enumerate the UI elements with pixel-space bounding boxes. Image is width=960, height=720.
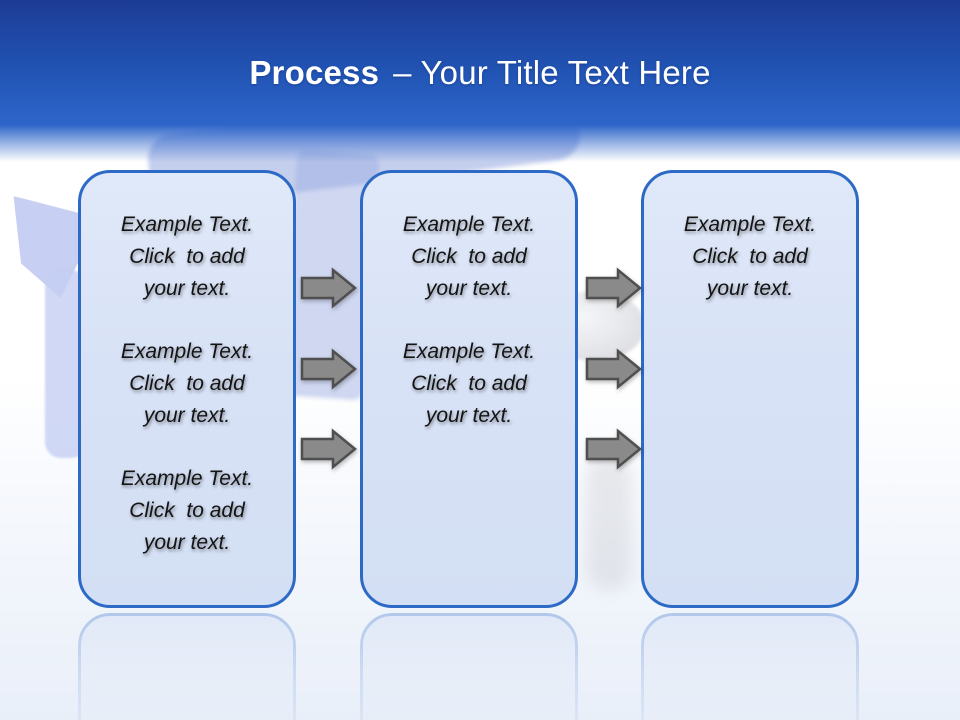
process-box-1[interactable]: Example Text. Click to add your text. Ex…	[78, 170, 296, 608]
box-reflection	[360, 613, 578, 720]
text-placeholder[interactable]: Example Text. Click to add your text.	[120, 467, 254, 554]
slide-title[interactable]: Process – Your Title Text Here	[0, 54, 960, 92]
text-placeholder[interactable]: Example Text. Click to add your text.	[120, 340, 254, 427]
background-smudge	[586, 455, 632, 590]
title-text: – Your Title Text Here	[393, 54, 711, 91]
flow-arrow-icon	[585, 428, 642, 470]
flow-arrow-icon	[300, 267, 357, 309]
text-placeholder[interactable]: Example Text. Click to add your text.	[683, 213, 817, 300]
text-placeholder[interactable]: Example Text. Click to add your text.	[402, 213, 536, 300]
box-reflection	[78, 613, 296, 720]
process-box-2[interactable]: Example Text. Click to add your text. Ex…	[360, 170, 578, 608]
flow-arrow-icon	[300, 428, 357, 470]
text-placeholder[interactable]: Example Text. Click to add your text.	[402, 340, 536, 427]
process-box-3[interactable]: Example Text. Click to add your text.	[641, 170, 859, 608]
box-reflection	[641, 613, 859, 720]
header-banner	[0, 0, 960, 162]
title-keyword: Process	[249, 54, 380, 91]
text-placeholder[interactable]: Example Text. Click to add your text.	[120, 213, 254, 300]
flow-arrow-icon	[300, 348, 357, 390]
flow-arrow-icon	[585, 348, 642, 390]
flow-arrow-icon	[585, 267, 642, 309]
